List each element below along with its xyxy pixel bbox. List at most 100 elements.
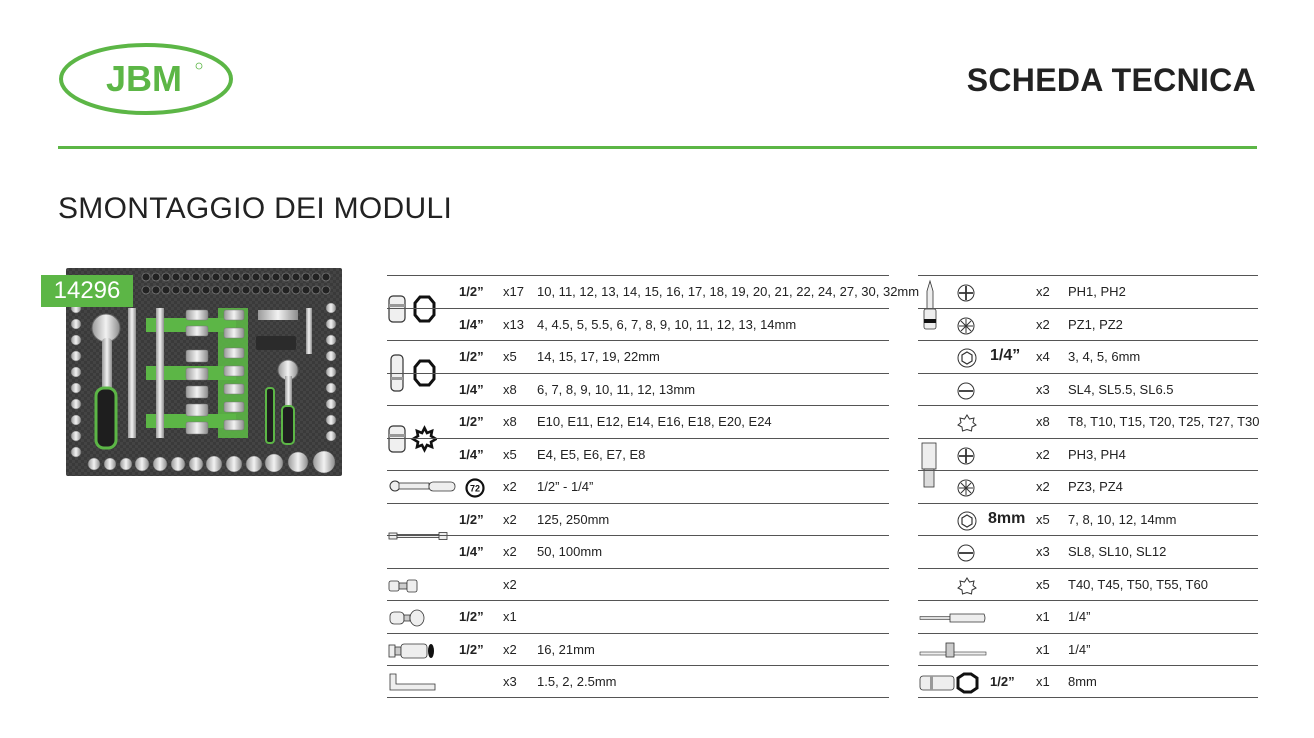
quantity: x13 <box>503 316 524 332</box>
table-row: 1/4” x13 4, 4.5, 5, 5.5, 6, 7, 8, 9, 10,… <box>387 307 889 341</box>
quantity: x2 <box>1036 284 1050 299</box>
quantity: x8 <box>1036 414 1050 429</box>
slotted-tip-icon <box>957 382 975 399</box>
quantity: x17 <box>503 284 524 299</box>
table-row: x3 1.5, 2, 2.5mm <box>387 665 889 698</box>
size-values: 1/4” <box>1068 609 1091 624</box>
ratchet-teeth-badge: 72 <box>470 484 480 494</box>
universal-joint-icon <box>388 579 418 592</box>
drive-size: 1/2” <box>459 349 484 364</box>
quantity: x2 <box>503 479 517 494</box>
socket-torx-icon <box>388 425 437 453</box>
table-row: 1/2” x8 E10, E11, E12, E14, E16, E18, E2… <box>387 405 889 453</box>
table-row: x2 PH3, PH4 <box>918 437 1258 471</box>
table-row: 1/2” x2 125, 250mm <box>387 502 889 540</box>
size-values: PZ3, PZ4 <box>1068 479 1123 494</box>
size-values: 1/4” <box>1068 641 1091 657</box>
size-values: T40, T45, T50, T55, T60 <box>1068 576 1208 592</box>
table-row: 72 x2 1/2” - 1/4” <box>387 470 889 503</box>
drive-size: 1/2” <box>459 641 484 657</box>
header-divider <box>58 146 1257 149</box>
adapter-icon <box>389 609 425 627</box>
table-row: x5 7, 8, 10, 12, 14mm <box>918 502 1258 536</box>
pozidriv-tip-icon <box>957 317 975 334</box>
size-values: 1.5, 2, 2.5mm <box>537 674 617 689</box>
table-row: x3 SL8, SL10, SL12 <box>918 535 1258 568</box>
quantity: x4 <box>1036 349 1050 364</box>
left-specs-table: 1/2” x17 10, 11, 12, 13, 14, 15, 16, 17,… <box>387 275 919 698</box>
table-row: 1/2” x2 16, 21mm <box>387 632 889 666</box>
size-values: T8, T10, T15, T20, T25, T27, T30 <box>1068 414 1260 429</box>
size-values: SL8, SL10, SL12 <box>1068 544 1167 559</box>
table-row: x8 T8, T10, T15, T20, T25, T27, T30 <box>918 405 1260 438</box>
table-row: x4 3, 4, 5, 6mm <box>918 340 1258 373</box>
document-title: SCHEDA TECNICA <box>966 62 1256 98</box>
quantity: x1 <box>503 609 517 624</box>
quantity: x5 <box>503 349 517 364</box>
quantity: x8 <box>503 381 517 397</box>
table-row: 1/4” x5 E4, E5, E6, E7, E8 <box>387 437 889 471</box>
quantity: x2 <box>1036 316 1050 332</box>
table-row: x2 PH1, PH2 <box>918 275 1258 308</box>
drive-size: 8mm <box>988 510 1026 527</box>
torx-tip-icon <box>957 414 977 432</box>
quantity: x3 <box>503 674 517 689</box>
spark-plug-socket-icon <box>388 643 434 658</box>
quantity: x2 <box>503 511 517 527</box>
torx-tip-icon <box>957 576 977 595</box>
quantity: x2 <box>1036 479 1050 494</box>
product-code-badge: 14296 <box>41 275 133 307</box>
size-values: 1/2” - 1/4” <box>537 479 594 494</box>
hex-tip-icon <box>957 511 977 530</box>
table-row: x2 PZ3, PZ4 <box>918 470 1258 503</box>
size-values: 6, 7, 8, 9, 10, 11, 12, 13mm <box>537 381 696 397</box>
size-values: SL4, SL5.5, SL6.5 <box>1068 381 1174 397</box>
size-values: PH3, PH4 <box>1068 446 1126 462</box>
screwdriver-bit-icon <box>923 279 937 330</box>
slotted-tip-icon <box>957 544 975 562</box>
size-values: 4, 4.5, 5, 5.5, 6, 7, 8, 9, 10, 11, 12, … <box>537 316 797 332</box>
bit-holder-screwdriver-icon <box>919 613 986 623</box>
drive-size: 1/4” <box>459 381 484 397</box>
size-values: 16, 21mm <box>537 641 595 657</box>
table-row: 1/4” x8 6, 7, 8, 9, 10, 11, 12, 13mm <box>387 372 889 406</box>
size-values: PZ1, PZ2 <box>1068 316 1123 332</box>
drive-size: 1/2” <box>459 511 484 527</box>
right-specs-table: 1/4” 8mm x2 PH1, PH2 x2 PZ1, PZ2 x4 3, 4… <box>918 275 1260 698</box>
t-handle-icon <box>919 642 987 657</box>
ratchet-icon: 72 <box>389 478 485 498</box>
quantity: x3 <box>1036 544 1050 559</box>
size-values: 10, 11, 12, 13, 14, 15, 16, 17, 18, 19, … <box>537 284 920 299</box>
table-row: x1 1/4” <box>918 600 1258 633</box>
table-row: x2 PZ1, PZ2 <box>918 307 1258 341</box>
quantity: x1 <box>1036 641 1050 657</box>
socket-hex-icon <box>388 295 436 323</box>
hex-key-icon <box>389 673 436 691</box>
size-values: E4, E5, E6, E7, E8 <box>537 446 646 462</box>
hex-tip-icon <box>957 348 977 368</box>
table-row: 1/4” x2 50, 100mm <box>387 535 889 568</box>
drive-size: 1/4” <box>990 347 1021 364</box>
bit-adapter-socket-icon <box>919 672 979 694</box>
drive-size: 1/2” <box>990 674 1015 689</box>
drive-size: 1/4” <box>459 446 484 462</box>
table-row: 1/2” x17 10, 11, 12, 13, 14, 15, 16, 17,… <box>387 275 919 323</box>
table-row: 1/2” x5 14, 15, 17, 19, 22mm <box>387 340 889 392</box>
quantity: x2 <box>503 641 517 657</box>
table-row: x3 SL4, SL5.5, SL6.5 <box>918 372 1258 406</box>
phillips-tip-icon <box>957 447 975 464</box>
drive-size: 1/2” <box>459 414 484 429</box>
table-row: x1 1/4” <box>918 632 1258 666</box>
quantity: x3 <box>1036 381 1050 397</box>
size-values: 50, 100mm <box>537 544 603 559</box>
size-values: 125, 250mm <box>537 511 610 527</box>
size-values: E10, E11, E12, E14, E16, E18, E20, E24 <box>537 414 772 429</box>
phillips-tip-icon <box>957 284 975 302</box>
quantity: x5 <box>503 446 517 462</box>
section-title: SMONTAGGIO DEI MODULI <box>58 192 453 225</box>
drive-size: 1/2” <box>459 284 484 299</box>
size-values: 8mm <box>1068 674 1097 689</box>
quantity: x5 <box>1036 511 1050 527</box>
table-row: 1/2” x1 8mm <box>918 665 1258 698</box>
quantity: x1 <box>1036 609 1050 624</box>
